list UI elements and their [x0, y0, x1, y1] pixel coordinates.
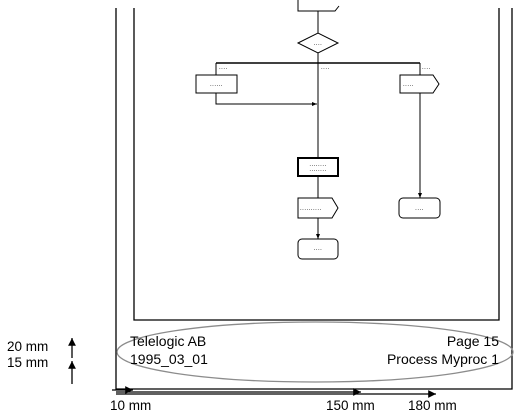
branch-label-right: ....: [422, 65, 431, 71]
decision-label: ....: [314, 41, 323, 47]
footer-page: Page 15: [447, 333, 499, 349]
footer-highlight-ellipse: [116, 321, 514, 383]
dim-label-20mm: 20 mm: [7, 339, 48, 354]
dim-label-15mm: 15 mm: [7, 355, 48, 370]
task-label-bold-2: ........: [309, 167, 326, 173]
page-outer-frame: [115, 8, 513, 390]
dim-label-10mm: 10 mm: [110, 398, 151, 413]
terminal-right: [398, 197, 441, 219]
footer-company: Telelogic AB: [130, 333, 206, 349]
branch-label-center: ....: [321, 65, 330, 71]
output-label-center: ..........: [300, 206, 322, 212]
task-label-bold: ........: [309, 162, 326, 168]
terminal-center: [297, 238, 339, 260]
output-symbol-center: [297, 197, 339, 219]
output-symbol-right: [399, 74, 440, 94]
dim-label-180mm: 180 mm: [408, 398, 457, 413]
terminal-label-center: ....: [314, 246, 323, 252]
dim-label-150mm: 150 mm: [326, 398, 375, 413]
output-label-right: .....: [403, 82, 414, 88]
drawing-area-frame: [133, 8, 500, 321]
footer-process: Process Myproc 1: [387, 351, 499, 367]
flow-line-left-join: [215, 93, 317, 106]
decision-diamond: [296, 32, 340, 54]
task-label-left: ......: [210, 82, 223, 88]
footer-date: 1995_03_01: [130, 351, 208, 367]
flowchart: .... .... .... .... ...... ........ ....…: [195, 0, 441, 260]
branch-label-left: ....: [219, 65, 228, 71]
output-symbol-top: [297, 0, 340, 12]
terminal-label-right: ....: [415, 206, 424, 212]
